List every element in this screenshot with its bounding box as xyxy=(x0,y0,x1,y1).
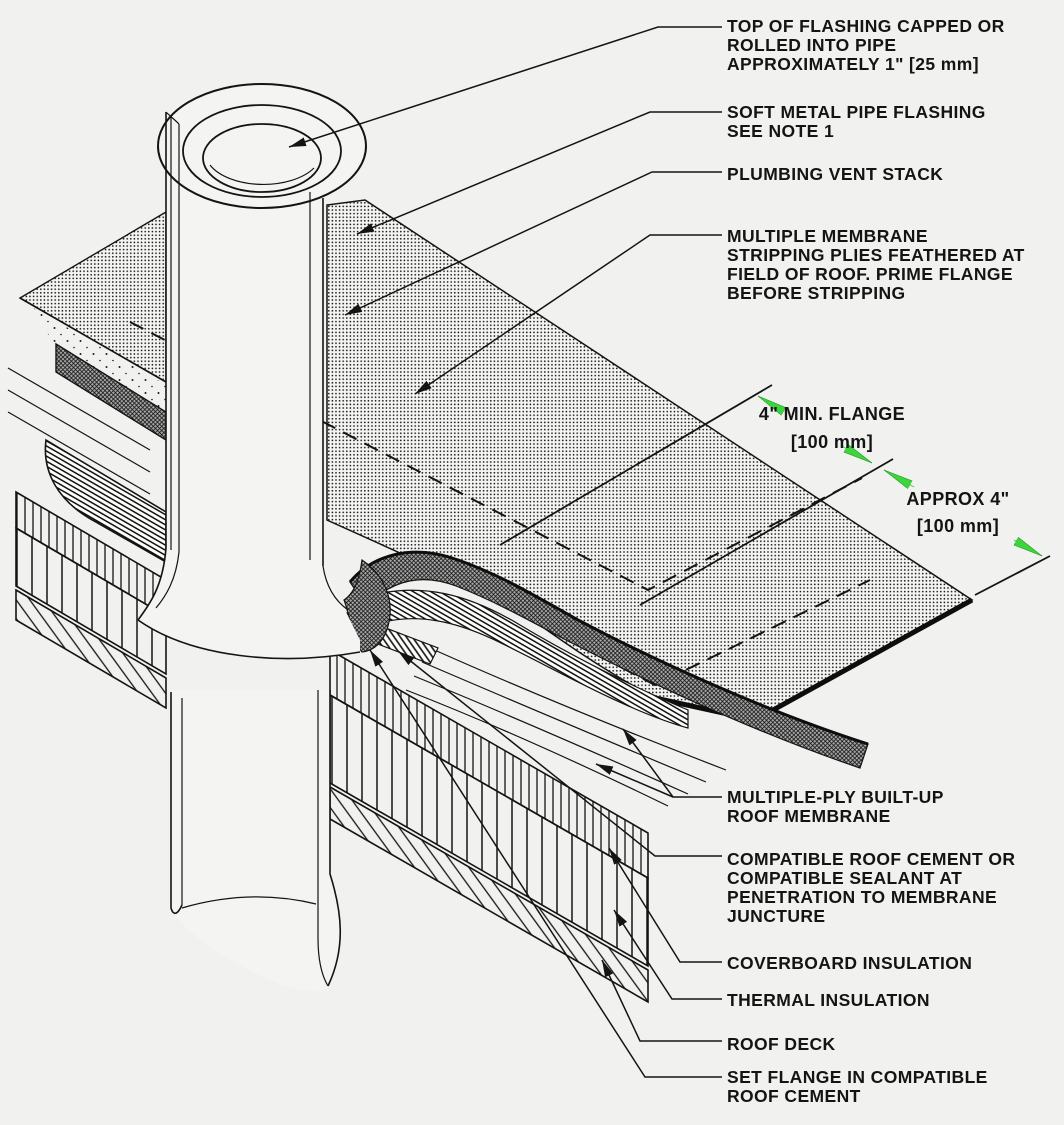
callout-plumbing-vent-stack: PLUMBING VENT STACK xyxy=(727,164,943,184)
dimension-arrow-icon xyxy=(883,469,915,487)
callout-roof-cement: COMPATIBLE ROOF CEMENT OR xyxy=(727,849,1015,869)
callout-membrane-stripping: MULTIPLE MEMBRANE xyxy=(727,226,928,246)
leader-builtup-membrane-b xyxy=(595,763,674,798)
membrane-junction xyxy=(335,550,869,807)
callout-membrane-stripping: FIELD OF ROOF. PRIME FLANGE xyxy=(727,264,1013,284)
callout-membrane-stripping: BEFORE STRIPPING xyxy=(727,283,906,303)
membrane-curl-left xyxy=(44,438,167,564)
leader-roof-deck xyxy=(601,959,722,1042)
leader-vent-stack xyxy=(344,171,722,316)
leader-soft-metal-flashing xyxy=(356,111,722,235)
membrane-field-left-edge xyxy=(19,297,167,383)
dimension-arrow-icon xyxy=(757,395,783,411)
stripping-ply-band-top-edge xyxy=(348,550,869,746)
callout-roof-deck: ROOF DECK xyxy=(727,1034,836,1054)
callout-soft-metal-pipe-flashing: SOFT METAL PIPE FLASHING xyxy=(727,102,986,122)
dimension-line-stripping xyxy=(639,458,894,606)
flashing-bell-right xyxy=(322,565,349,611)
pipe-opening xyxy=(202,123,322,193)
callout-coverboard: COVERBOARD INSULATION xyxy=(727,953,972,973)
dimension-line-end xyxy=(974,555,1051,596)
thermal-layer-left xyxy=(15,526,167,676)
flashing-flange-lip xyxy=(137,619,361,660)
ply-line-left-2 xyxy=(7,389,151,473)
leader-set-flange xyxy=(369,649,722,1078)
callout-soft-metal-pipe-flashing: SEE NOTE 1 xyxy=(727,121,834,141)
dimension-group xyxy=(499,384,1051,606)
lower-pipe-face xyxy=(171,690,341,991)
callout-top-of-flashing: ROLLED INTO PIPE xyxy=(727,35,896,55)
dimension-arrow-icon xyxy=(841,446,873,464)
sealant-blob xyxy=(343,558,391,653)
dimension-label-approx: [100 mm] xyxy=(917,516,999,536)
leader-top-of-flashing xyxy=(288,26,722,148)
dimension-line-flange xyxy=(499,384,773,546)
roof-deck-layer-left xyxy=(15,588,167,710)
callout-set-flange: SET FLANGE IN COMPATIBLE xyxy=(727,1067,988,1087)
callout-roof-cement: COMPATIBLE SEALANT AT xyxy=(727,868,962,888)
lower-pipe-right-inner xyxy=(317,690,329,987)
left-layer-stack xyxy=(7,300,167,710)
leader-roof-cement xyxy=(397,650,722,857)
pipe-bore-arc xyxy=(209,164,315,186)
callout-set-flange: ROOF CEMENT xyxy=(727,1086,861,1106)
flashing-bell-face xyxy=(138,548,360,659)
lower-pipe-left-outer xyxy=(170,692,183,915)
dimension-label-flange: 4" MIN. FLANGE xyxy=(759,404,905,424)
ply-feather-line-4 xyxy=(405,689,669,807)
callout-builtup-membrane: ROOF MEMBRANE xyxy=(727,806,891,826)
ply-line-left-1 xyxy=(7,367,151,451)
dimension-label-flange: [100 mm] xyxy=(791,432,873,452)
callout-thermal: THERMAL INSULATION xyxy=(727,990,930,1010)
leader-coverboard xyxy=(608,847,722,963)
lower-pipe-right-outer xyxy=(327,690,342,987)
flashing-bell-left xyxy=(137,547,167,621)
lower-pipe-bottom-arc xyxy=(181,896,317,909)
ply-line-left-3 xyxy=(7,411,151,495)
ply-feather-line-2 xyxy=(421,661,707,783)
callout-top-of-flashing: APPROXIMATELY 1" [25 mm] xyxy=(727,54,979,74)
flashing-bell-left-inner xyxy=(155,551,180,609)
dimension-arrow-icon xyxy=(1014,540,1043,557)
callout-labels: TOP OF FLASHING CAPPED OR ROLLED INTO PI… xyxy=(727,16,1025,1106)
callout-membrane-stripping: STRIPPING PLIES FEATHERED AT xyxy=(727,245,1025,265)
leader-lines xyxy=(288,26,722,1078)
callout-roof-cement: PENETRATION TO MEMBRANE xyxy=(727,887,997,907)
leader-membrane-stripping xyxy=(414,234,722,395)
ply-feather-line-1 xyxy=(429,647,727,771)
pipe-body-face xyxy=(166,140,323,598)
leader-thermal xyxy=(613,909,722,1000)
right-layer-stack xyxy=(329,648,649,1004)
membrane-ply-section xyxy=(361,589,689,729)
dimension-label-approx: APPROX 4" xyxy=(906,489,1009,509)
callout-top-of-flashing: TOP OF FLASHING CAPPED OR xyxy=(727,16,1005,36)
callout-roof-cement: JUNCTURE xyxy=(727,906,825,926)
callout-builtup-membrane: MULTIPLE-PLY BUILT-UP xyxy=(727,787,944,807)
roof-cement-bed-left xyxy=(20,300,166,412)
sleeve-seam-cap xyxy=(165,111,180,125)
